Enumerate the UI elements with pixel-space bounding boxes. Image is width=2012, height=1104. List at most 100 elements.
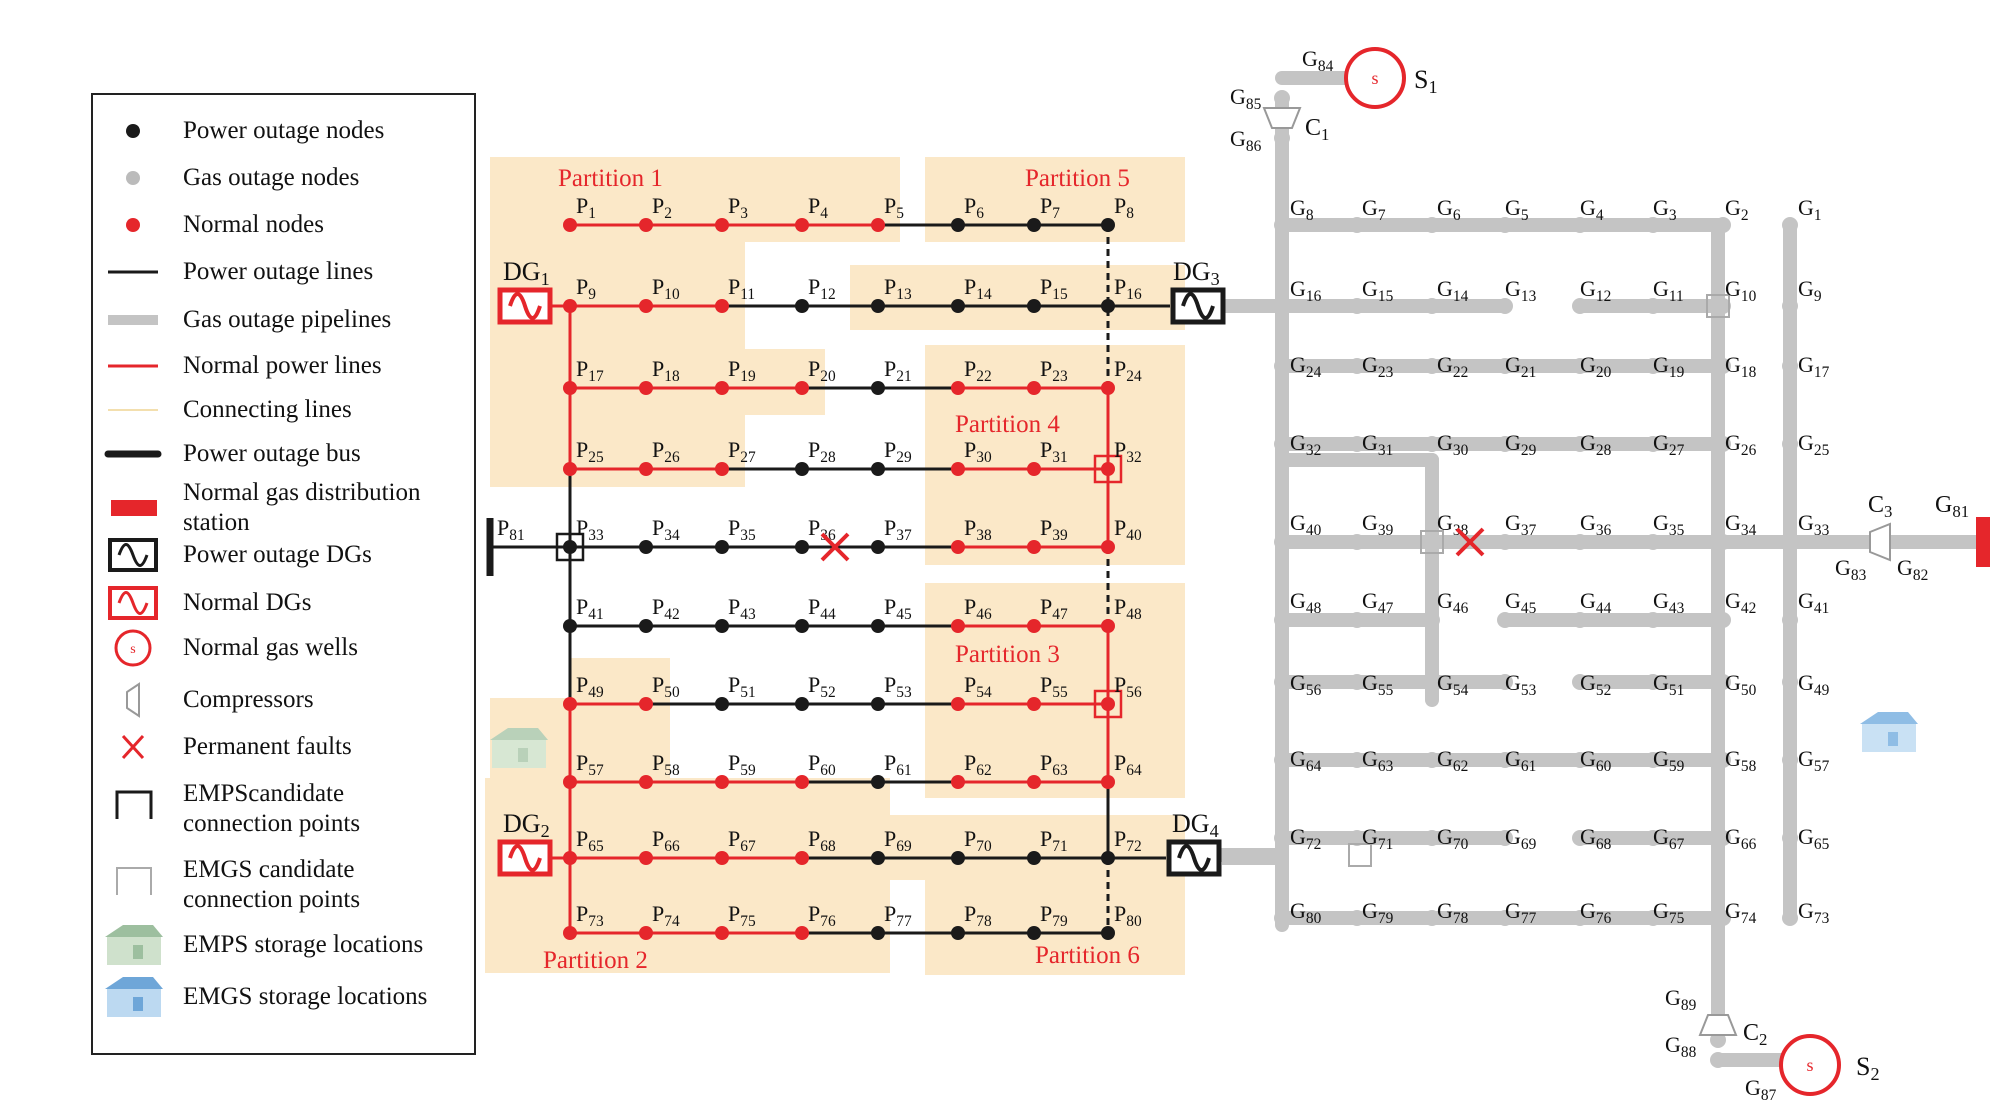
legend-label: EMGS storage locations [183,983,428,1010]
power-node-label: P36 [808,515,836,544]
gas-node-label: G28 [1580,430,1612,459]
power-node [639,851,653,865]
gas-node-label: G85 [1230,84,1262,113]
power-node-label: P66 [652,826,680,855]
gas-node-label: G89 [1665,985,1697,1014]
power-node [639,926,653,940]
power-node [871,299,885,313]
gas-node [1715,217,1731,233]
legend-item: EMGS candidate connection points [93,855,476,915]
power-node-label: P68 [808,826,836,855]
power-node [1027,619,1041,633]
gas-node [1274,674,1290,690]
emps-candidate-point [1093,454,1123,484]
power-node [871,381,885,395]
power-node [715,381,729,395]
gas-node [1782,752,1798,768]
power-node-label: P29 [884,437,912,466]
power-node [951,462,965,476]
legend-label: EMGS candidate connection points [183,856,361,913]
gas-node-label: G29 [1505,430,1537,459]
partition-area [925,157,1185,242]
partition-label: Partition 3 [955,641,1060,668]
power-node [795,540,809,554]
gas-node [1497,217,1513,233]
gas-node [1497,674,1513,690]
gas-node [1782,612,1798,628]
gas-node-label: G5 [1505,195,1529,224]
gas-node [1349,217,1365,233]
power-node-label: P9 [576,274,596,303]
power-node-label: P64 [1114,750,1142,779]
gas-node-label: G45 [1505,588,1537,617]
compressor-c3-label: C3 [1868,492,1892,521]
gas-node [1782,674,1798,690]
power-node-label: P57 [576,750,604,779]
emgs-candidate-point [1420,530,1444,554]
legend-symbol [105,977,163,1017]
gas-node-label: G7 [1362,195,1386,224]
legend-symbol [126,682,140,718]
power-node-label: P44 [808,594,836,623]
emps-candidate-point [1093,689,1123,719]
gas-well-s2 [1779,1034,1841,1096]
gas-node [1274,436,1290,452]
gas-node-label: G12 [1580,276,1611,305]
gas-distribution-station [1976,517,1990,567]
gas-node-label: G9 [1798,276,1822,305]
legend-item: Power outage DGs [93,535,476,575]
power-node [871,851,885,865]
gas-node-label: G52 [1580,670,1611,699]
power-node [715,851,729,865]
gas-node-label: G37 [1505,510,1537,539]
partition-area [490,415,745,487]
gas-station-symbol [111,500,157,516]
gas-node [1274,130,1290,146]
emgs-storage-location-door [1888,732,1898,746]
gas-node-label: G48 [1290,588,1322,617]
gas-node-label: G11 [1653,276,1684,305]
legend-symbol [115,790,153,819]
power-node-label: P13 [884,274,912,303]
power-node-label: P2 [652,193,672,222]
legend-label: Normal gas wells [183,634,358,661]
power-node-label: P58 [652,750,680,779]
power-node [563,381,577,395]
dg-3-wave [1181,292,1215,320]
power-node-label: P15 [1040,274,1068,303]
gas-node [1782,298,1798,314]
gas-node-label: G10 [1725,276,1757,305]
gas-node [1782,436,1798,452]
power-node [715,540,729,554]
fault-symbol-b [121,734,145,760]
partition-area [925,583,1185,798]
gas-node-label: G42 [1725,588,1756,617]
gas-node-label: G86 [1230,126,1262,155]
normal-dg-symbol [108,586,158,620]
power-node [795,218,809,232]
legend-label: Connecting lines [183,396,352,423]
power-node [563,540,577,554]
legend-label: Gas outage nodes [183,164,360,191]
power-node [795,775,809,789]
gas-node-label: G47 [1362,588,1394,617]
power-node-label: P73 [576,901,604,930]
legend-symbol [126,124,140,138]
power-node [951,775,965,789]
power-node [563,299,577,313]
gas-node-label: G74 [1725,898,1757,927]
gas-node [1715,534,1731,550]
gas-node [1349,830,1365,846]
legend-symbol [126,218,140,232]
dg-4-label: DG4 [1172,809,1219,841]
legend-symbol [111,500,157,516]
normal-dg-wave [117,591,149,615]
gas-node-label: G65 [1798,824,1830,853]
gas-well-s1-glyph: s [1371,68,1378,88]
power-node-label: P22 [964,356,992,385]
power-node-label: P31 [1040,437,1068,466]
power-node [1101,697,1115,711]
gas-node-label: G33 [1798,510,1830,539]
power-node [715,619,729,633]
